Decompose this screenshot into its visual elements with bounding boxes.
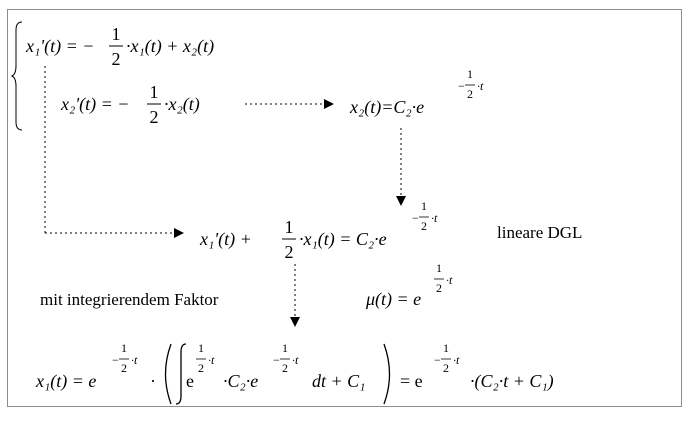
eq3-frac-num: 1 bbox=[285, 217, 294, 237]
final-exp1-den: 2 bbox=[121, 361, 127, 375]
final-exp3-minus: − bbox=[273, 353, 280, 367]
equation-2: x₂'(t) = − 1 2 ·x₂(t) bbox=[60, 82, 200, 127]
eq1-frac-num: 1 bbox=[112, 24, 121, 44]
label-integrating-factor: mit integrierendem Faktor bbox=[40, 290, 219, 309]
mu-exp-var: ·t bbox=[446, 273, 453, 287]
eq3-mid: ·x₁(t) = C₂·e bbox=[299, 229, 387, 250]
integral-sign bbox=[175, 343, 187, 405]
eq1-frac-den: 2 bbox=[112, 49, 121, 69]
equation-3: x₁'(t) + 1 2 ·x₁(t) = C₂·e − 1 2 ·t bbox=[199, 199, 438, 262]
final-solution: x₁(t) = e − 1 2 ·t · e 1 2 ·t ·C₂·e − 1 … bbox=[35, 341, 554, 405]
final-eq-e: = e bbox=[400, 371, 423, 391]
final-exp2-num: 1 bbox=[198, 341, 204, 355]
eq3-lhs: x₁'(t) + bbox=[199, 229, 252, 250]
solution-x2: x₂(t)=C₂·e − 1 2 ·t bbox=[349, 67, 484, 118]
mu-exp-num: 1 bbox=[436, 261, 442, 275]
sol2-lhs: x₂(t)=C₂·e bbox=[349, 97, 424, 118]
final-exp3-num: 1 bbox=[282, 341, 288, 355]
final-exp4-minus: − bbox=[434, 353, 441, 367]
final-exp1-minus: − bbox=[112, 353, 119, 367]
eq3-frac-den: 2 bbox=[285, 242, 294, 262]
final-exp4-num: 1 bbox=[443, 341, 449, 355]
final-exp4-den: 2 bbox=[443, 361, 449, 375]
eq3-exp-den: 2 bbox=[421, 219, 427, 233]
final-exp2-var: ·t bbox=[208, 353, 215, 367]
final-exp2-den: 2 bbox=[198, 361, 204, 375]
final-dot: · bbox=[150, 371, 156, 391]
final-mid: ·C₂·e bbox=[223, 371, 258, 391]
sol2-exp-den: 2 bbox=[467, 87, 473, 101]
final-exp1-num: 1 bbox=[121, 341, 127, 355]
eq3-exp-num: 1 bbox=[421, 199, 427, 213]
eq2-lhs: x₂'(t) = − bbox=[60, 94, 129, 115]
mu-lhs: μ(t) = e bbox=[365, 289, 421, 310]
sol2-exp-num: 1 bbox=[467, 67, 473, 81]
integrating-factor-mu: μ(t) = e 1 2 ·t bbox=[365, 261, 453, 310]
diagram-frame bbox=[7, 9, 682, 407]
eq3-exp-minus: − bbox=[412, 211, 419, 225]
eq3-exp-var: ·t bbox=[431, 211, 438, 225]
eq2-rest: ·x₂(t) bbox=[164, 94, 200, 115]
eq1-lhs: x₁'(t) = − bbox=[25, 36, 94, 57]
eq2-frac-num: 1 bbox=[150, 82, 159, 102]
final-left-paren bbox=[164, 343, 172, 405]
final-int-e: e bbox=[186, 371, 194, 391]
final-exp1-var: ·t bbox=[131, 353, 138, 367]
sol2-exp-var: ·t bbox=[477, 79, 484, 93]
mu-exp-den: 2 bbox=[436, 281, 442, 295]
sol2-exp-minus: − bbox=[458, 79, 465, 93]
final-result: ·(C₂·t + C₁) bbox=[470, 371, 554, 392]
final-right-paren bbox=[383, 343, 391, 405]
final-exp3-var: ·t bbox=[292, 353, 299, 367]
final-lhs: x₁(t) = e bbox=[35, 371, 96, 392]
label-linear-ode: lineare DGL bbox=[497, 223, 582, 242]
system-brace bbox=[10, 21, 23, 131]
final-exp3-den: 2 bbox=[282, 361, 288, 375]
eq2-frac-den: 2 bbox=[150, 107, 159, 127]
equation-1: x₁'(t) = − 1 2 ·x₁(t) + x₂(t) bbox=[25, 24, 214, 69]
final-dt: dt + C₁ bbox=[312, 371, 365, 391]
final-exp4-var: ·t bbox=[453, 353, 460, 367]
eq1-rest: ·x₁(t) + x₂(t) bbox=[126, 36, 214, 57]
